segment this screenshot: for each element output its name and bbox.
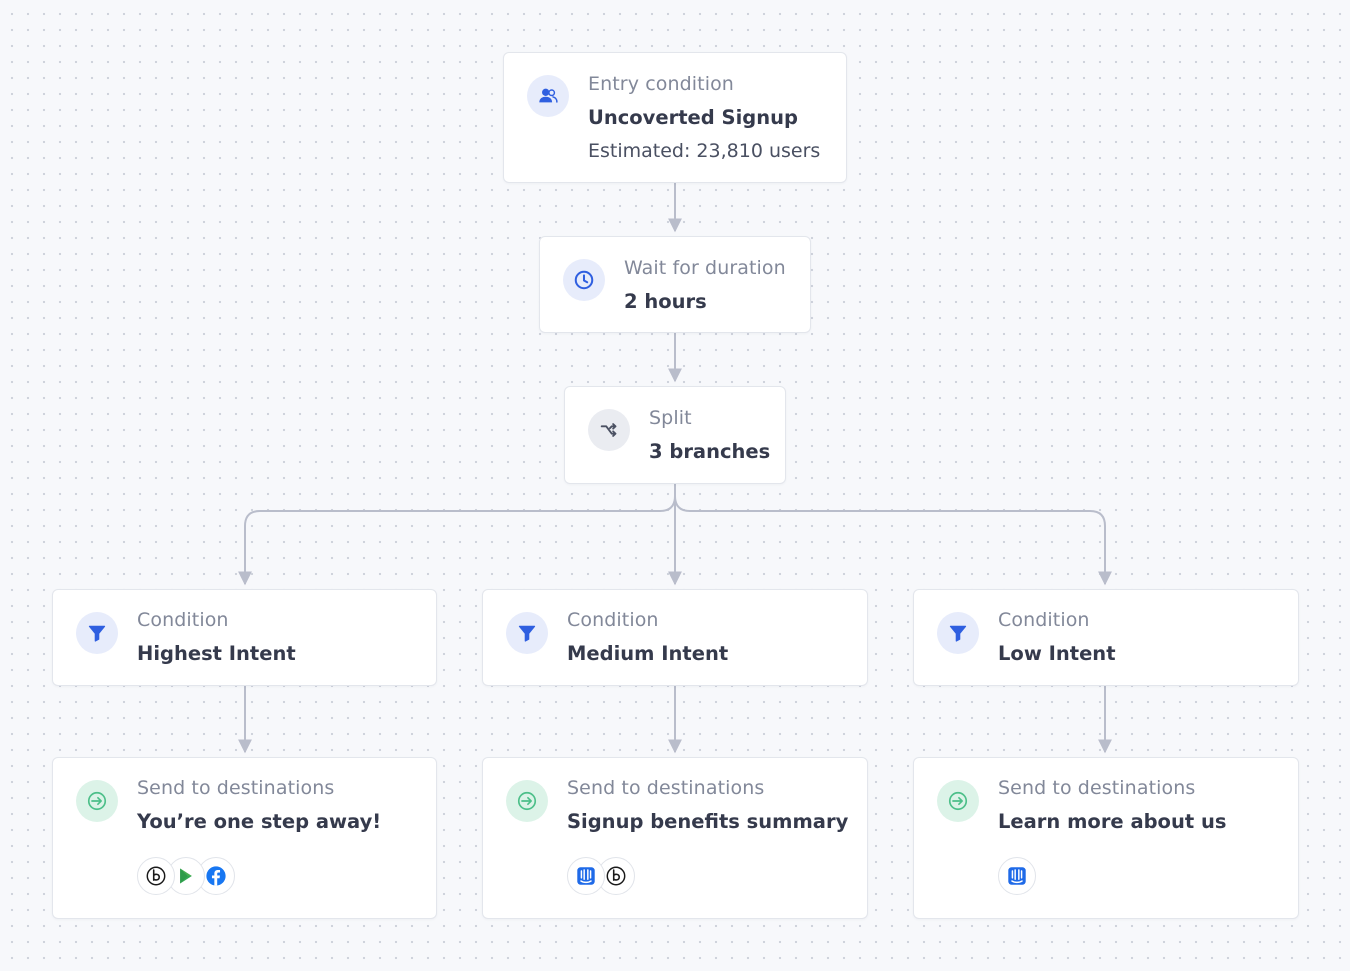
destination-node-2[interactable]: Send to destinations Signup benefits sum… [482, 757, 868, 919]
filter-icon [506, 612, 548, 654]
condition-label: Condition [567, 609, 659, 631]
destination-label: Send to destinations [567, 777, 765, 799]
destination-node-1[interactable]: Send to destinations You’re one step awa… [52, 757, 437, 919]
condition-node-low-intent[interactable]: Condition Low Intent [913, 589, 1299, 686]
entry-condition-title: Uncoverted Signup [588, 106, 798, 129]
condition-title: Medium Intent [567, 642, 729, 665]
destination-label: Send to destinations [137, 777, 335, 799]
condition-title: Low Intent [998, 642, 1116, 665]
intercom-logo-icon [567, 857, 605, 895]
entry-condition-estimate: Estimated: 23,810 users [588, 140, 821, 162]
wait-duration-node[interactable]: Wait for duration 2 hours [539, 236, 811, 333]
destination-arrow-icon [76, 780, 118, 822]
split-title: 3 branches [649, 440, 771, 463]
intercom-logo-icon [998, 857, 1036, 895]
destination-title: Learn more about us [998, 810, 1227, 833]
connector-split-left [238, 484, 676, 586]
condition-title: Highest Intent [137, 642, 296, 665]
condition-node-highest-intent[interactable]: Condition Highest Intent [52, 589, 437, 686]
facebook-icon [197, 857, 235, 895]
split-label: Split [649, 407, 692, 429]
destination-logos [567, 857, 635, 895]
users-icon [527, 75, 569, 117]
destination-arrow-icon [937, 780, 979, 822]
condition-label: Condition [137, 609, 229, 631]
filter-icon [76, 612, 118, 654]
destination-label: Send to destinations [998, 777, 1196, 799]
shuffle-icon [588, 409, 630, 451]
entry-condition-node[interactable]: Entry condition Uncoverted Signup Estima… [503, 52, 847, 183]
destination-title: You’re one step away! [137, 810, 382, 833]
destination-logos [998, 857, 1036, 895]
destination-logos [137, 857, 235, 895]
destination-node-3[interactable]: Send to destinations Learn more about us [913, 757, 1299, 919]
clock-icon [563, 259, 605, 301]
destination-arrow-icon [506, 780, 548, 822]
destination-title: Signup benefits summary [567, 810, 849, 833]
wait-duration-label: Wait for duration [624, 257, 786, 279]
wait-duration-title: 2 hours [624, 290, 707, 313]
filter-icon [937, 612, 979, 654]
connector-split-right [674, 484, 1112, 586]
condition-label: Condition [998, 609, 1090, 631]
condition-node-medium-intent[interactable]: Condition Medium Intent [482, 589, 868, 686]
split-node[interactable]: Split 3 branches [564, 386, 786, 484]
braze-logo-icon [137, 857, 175, 895]
entry-condition-label: Entry condition [588, 73, 734, 95]
